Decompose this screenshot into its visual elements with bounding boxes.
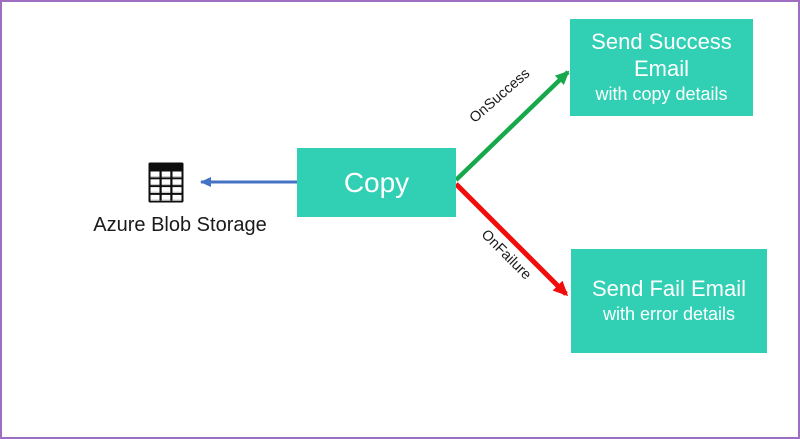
send-fail-email-title: Send Fail Email (591, 276, 747, 302)
send-fail-email-subtitle: with error details (602, 304, 736, 325)
send-fail-email-node: Send Fail Email with error details (571, 249, 767, 353)
send-success-email-subtitle: with copy details (595, 84, 728, 105)
source-dataset-label: Azure Blob Storage (93, 214, 267, 236)
copy-activity-node: Copy (297, 148, 456, 217)
copy-activity-label: Copy (343, 166, 410, 198)
send-success-email-node: Send Success Email with copy details (570, 19, 753, 116)
table-icon (148, 162, 184, 203)
on-failure-arrow (454, 182, 569, 297)
send-success-email-title: Send Success Email (591, 29, 732, 82)
on-success-arrow (454, 70, 570, 182)
